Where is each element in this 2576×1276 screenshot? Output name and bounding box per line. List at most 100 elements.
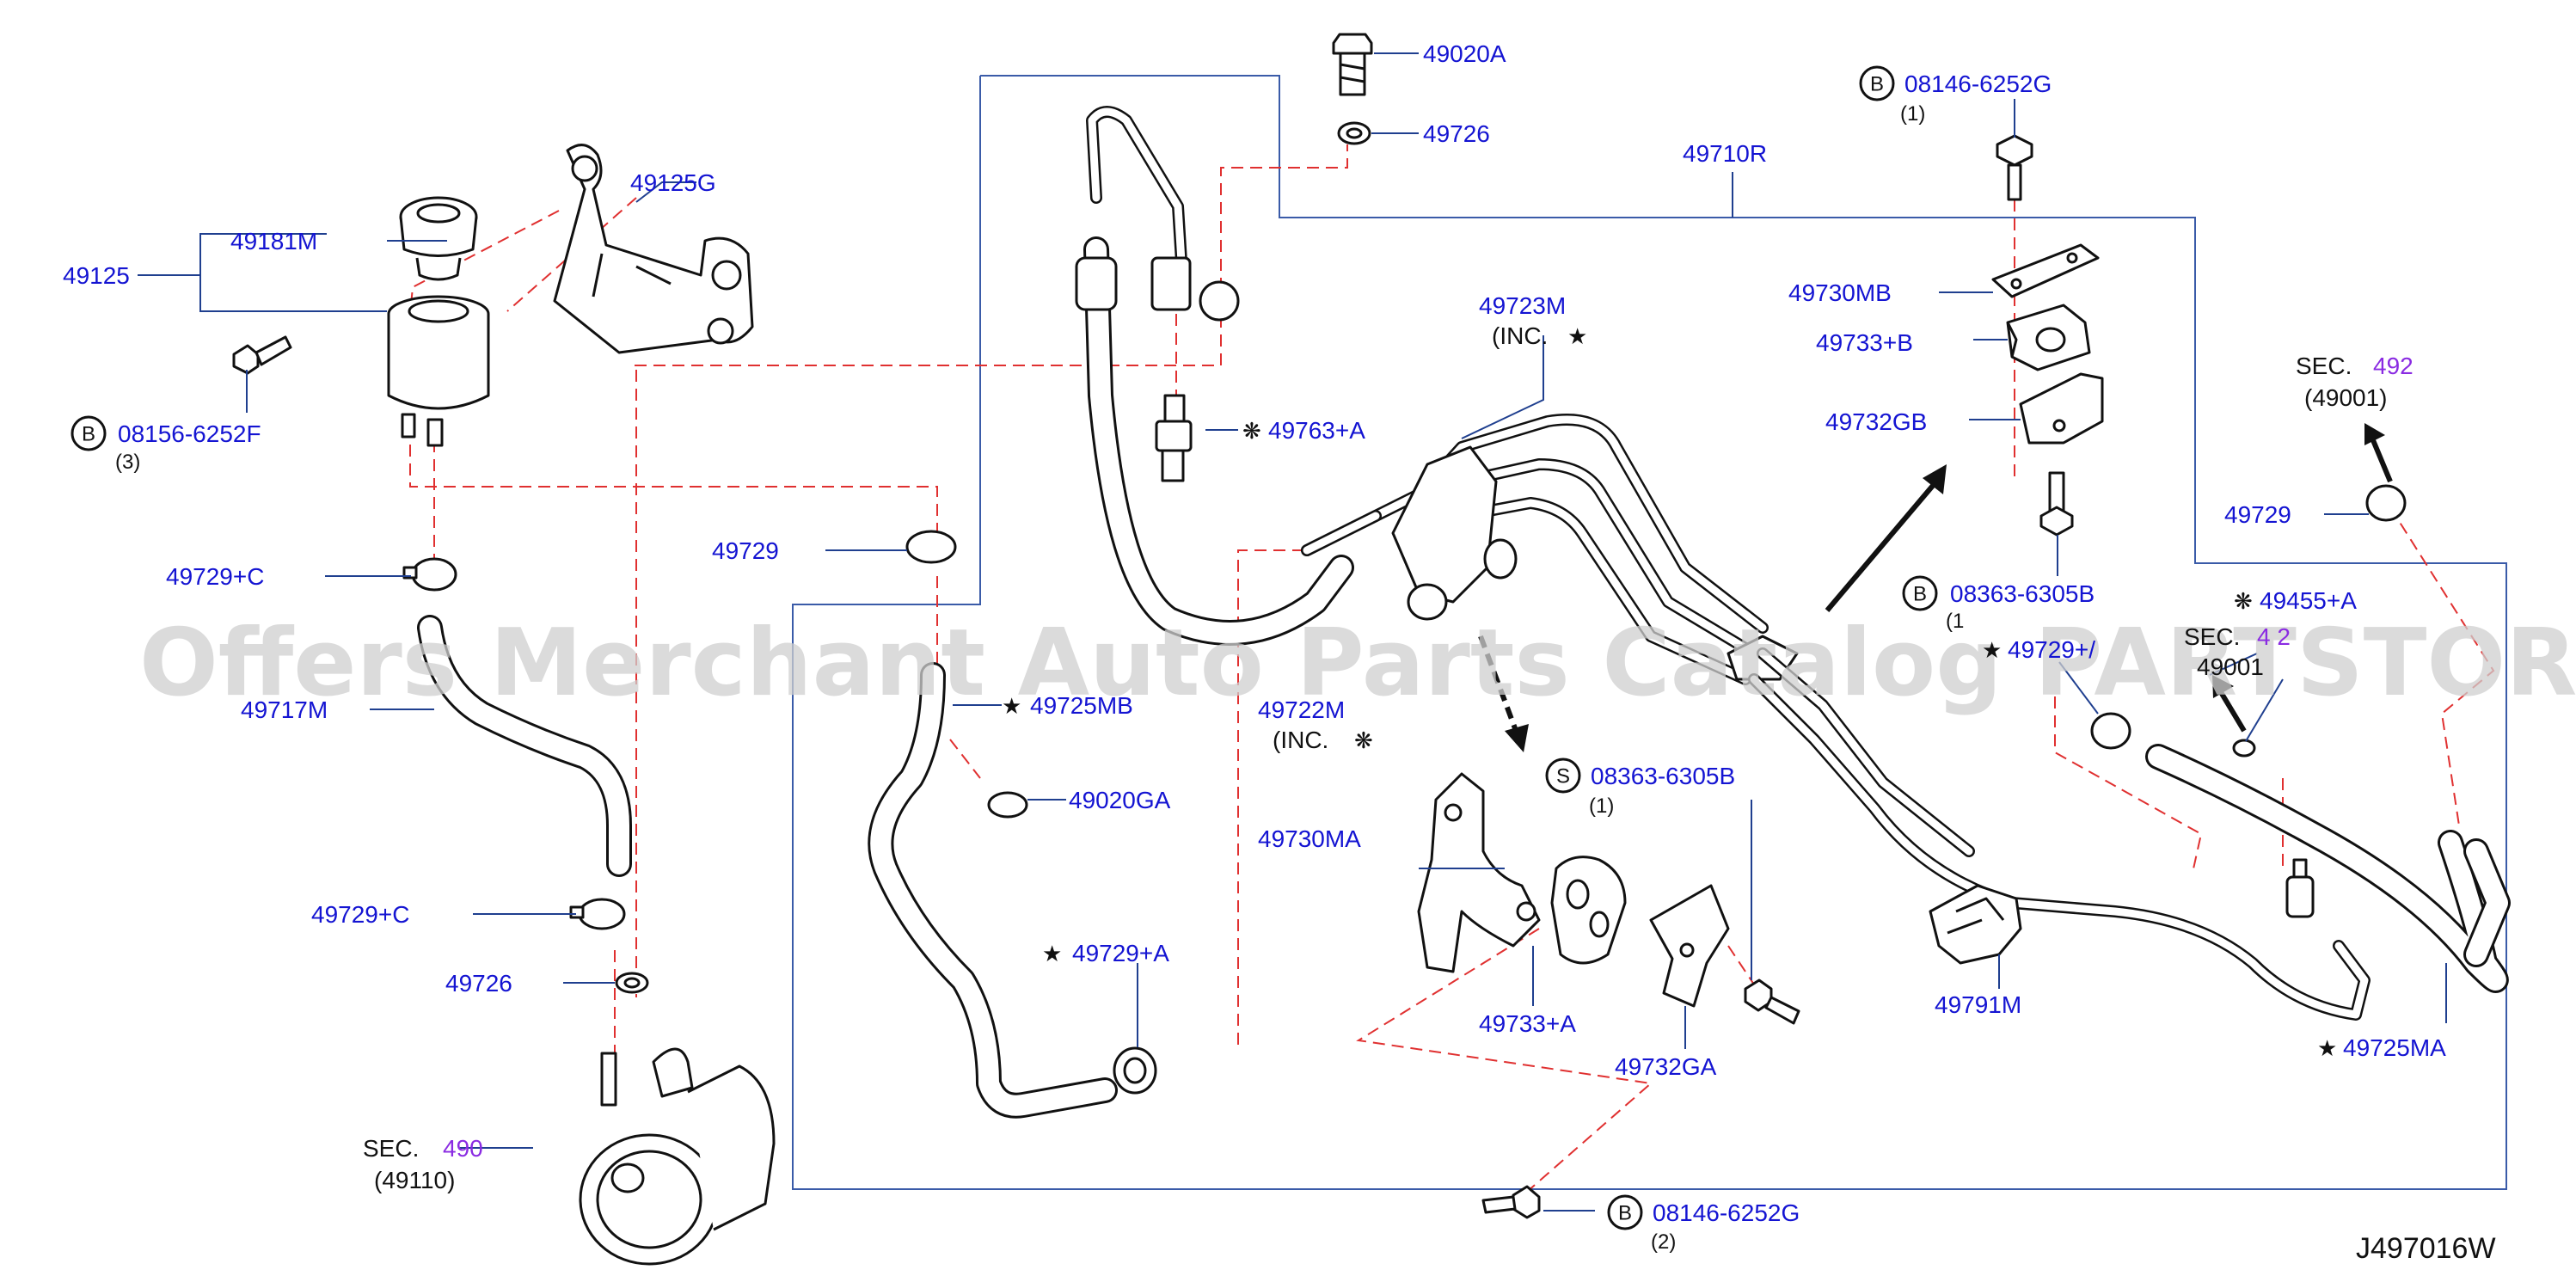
leader-lines (138, 52, 2447, 1212)
circle-b-08363 (1902, 575, 1938, 611)
control-valve-lines-49723m (1301, 414, 1799, 685)
label-49020a[interactable]: 49020A (1423, 40, 1506, 67)
return-hose-49717m (417, 615, 632, 877)
label-49455a[interactable]: 49455+A (2260, 587, 2357, 614)
label-49717m[interactable]: 49717M (241, 696, 328, 723)
star-49729-partial: ★ (1982, 638, 2002, 664)
label-sec-490-num[interactable]: 490 (443, 1135, 483, 1162)
flower-49763a: ❋ (1242, 419, 1261, 445)
label-sec-490[interactable]: SEC. (363, 1135, 419, 1162)
qty-08146-bottom: (2) (1651, 1230, 1676, 1254)
qty-08363-b: (1 (1946, 610, 1964, 633)
label-08146-6252g-bottom[interactable]: 08146-6252G (1653, 1199, 1800, 1226)
circle-b-08363-letter: B (1913, 583, 1927, 606)
bolt-08363-s (1744, 978, 1800, 1025)
qty-08363-s: (1) (1589, 794, 1614, 818)
label-49730ma[interactable]: 49730MA (1258, 825, 1361, 852)
circle-s-08363-letter: S (1556, 765, 1570, 788)
dashed-guides (409, 144, 2495, 1205)
label-08156-6252f[interactable]: 08156-6252F (118, 420, 261, 447)
pressure-switch-49763a (1155, 394, 1193, 482)
label-49729c-upper[interactable]: 49729+C (166, 563, 264, 590)
label-sec-492[interactable]: SEC. (2296, 353, 2352, 379)
qty-08146-top: (1) (1900, 102, 1925, 126)
flower-49722m: ❋ (1354, 728, 1373, 754)
washer-49455a (2232, 739, 2256, 758)
washer-49726-lower (615, 972, 649, 994)
reservoir-bolt (232, 335, 292, 375)
clamp-49729a-right (2090, 712, 2131, 750)
clamp-49729a (1113, 1046, 1157, 1095)
label-inc-49723m: (INC. (1492, 322, 1548, 349)
bolt-08146-bottom (1481, 1185, 1541, 1219)
label-49732ga[interactable]: 49732GA (1615, 1053, 1717, 1080)
label-49723m[interactable]: 49723M (1479, 292, 1566, 319)
watermark: Offers Merchant Auto Parts Catalog PARTS… (139, 610, 2576, 717)
label-49729a[interactable]: 49729+A (1072, 940, 1169, 966)
star-49729a: ★ (1042, 942, 1062, 967)
bracket-49732ga (1649, 884, 1730, 1008)
label-49729-right[interactable]: 49729 (2224, 501, 2291, 528)
label-49725ma[interactable]: 49725MA (2343, 1034, 2446, 1061)
label-sec-490-sub: (49110) (374, 1167, 455, 1193)
label-49732gb[interactable]: 49732GB (1825, 408, 1927, 435)
label-08363-6305b-s[interactable]: 08363-6305B (1591, 763, 1735, 789)
label-49722m[interactable]: 49722M (1258, 696, 1345, 723)
pressure-hose-49722m (1075, 106, 1354, 646)
washer-49726-top (1337, 121, 1371, 145)
star-49725ma: ★ (2317, 1036, 2337, 1062)
label-08363-6305b-b[interactable]: 08363-6305B (1950, 580, 2095, 607)
circle-s-08363 (1545, 758, 1581, 794)
label-49733a[interactable]: 49733+A (1479, 1010, 1576, 1037)
label-49729c-lower[interactable]: 49729+C (311, 901, 409, 928)
return-hose-49725ma (2145, 744, 2511, 993)
clamp-49729c-lower (569, 898, 626, 930)
bracket-49732gb (2019, 372, 2104, 445)
suction-hose-49725mb (868, 662, 1118, 1119)
reservoir-bracket (553, 144, 754, 354)
bolt-08363-b (2039, 471, 2074, 537)
circle-b-08146-bottom (1607, 1194, 1643, 1230)
reservoir-cap (399, 196, 478, 281)
label-sec-partial: SEC. (2184, 623, 2240, 650)
label-08146-6252g-top[interactable]: 08146-6252G (1904, 71, 2052, 97)
union-bolt-49020a (1332, 33, 1373, 96)
label-49729-mid[interactable]: 49729 (712, 537, 779, 564)
bolt-08146-top (1996, 134, 2033, 201)
diagram-code: J497016W (2356, 1232, 2496, 1265)
label-49020ga[interactable]: 49020GA (1069, 787, 1171, 813)
clip-49791m (1929, 884, 2022, 965)
label-sec-492-num[interactable]: 492 (2373, 353, 2413, 379)
grommet-49733a (1550, 856, 1627, 965)
label-49729-partial[interactable]: 49729+/ (2008, 636, 2095, 663)
circle-b-08156 (71, 415, 107, 451)
label-49710r[interactable]: 49710R (1683, 140, 1767, 167)
clamp-49729-mid (905, 530, 957, 564)
power-steering-pump (579, 1047, 776, 1266)
assembly-box-49710r (792, 75, 2507, 1190)
circle-b-08146-top (1859, 65, 1895, 101)
label-49725mb[interactable]: 49725MB (1030, 692, 1133, 719)
flower-49455a: ❋ (2234, 589, 2253, 615)
star-49725mb: ★ (1002, 694, 1021, 720)
label-49125[interactable]: 49125 (63, 262, 130, 289)
label-49726-lower[interactable]: 49726 (445, 970, 512, 997)
circle-b-08156-letter: B (82, 423, 95, 446)
star-49723m: ★ (1567, 324, 1587, 350)
label-sec-492-sub: (49001) (2304, 384, 2388, 411)
clamp-49729-right (2365, 484, 2407, 522)
clamp-49729c-upper (402, 557, 457, 592)
label-49125g[interactable]: 49125G (630, 169, 716, 196)
return-tubes-49791m (1748, 647, 2371, 1021)
bracket-49730ma (1417, 772, 1541, 973)
label-49763a[interactable]: 49763+A (1268, 417, 1365, 444)
label-49730mb[interactable]: 49730MB (1788, 279, 1892, 306)
label-49181m[interactable]: 49181M (230, 228, 317, 255)
circle-b-08146-bottom-letter: B (1618, 1202, 1632, 1225)
qty-08156: (3) (115, 451, 140, 474)
reservoir-tank (387, 295, 490, 447)
o-ring-49020ga (987, 791, 1028, 819)
label-49733b[interactable]: 49733+B (1816, 329, 1913, 356)
label-49791m[interactable]: 49791M (1935, 991, 2021, 1018)
label-49726-top[interactable]: 49726 (1423, 120, 1490, 147)
